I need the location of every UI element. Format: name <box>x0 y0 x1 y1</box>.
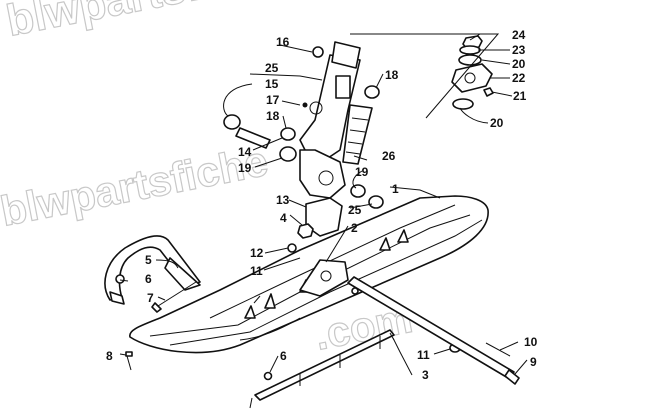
callout-15: 15 <box>265 77 279 91</box>
callout-14: 14 <box>238 145 252 159</box>
callout-17: 17 <box>266 93 280 107</box>
callout-5: 5 <box>145 253 152 267</box>
ski-handle <box>104 235 201 305</box>
ski-body <box>129 195 489 354</box>
callout-18a: 18 <box>385 68 399 82</box>
bushings <box>223 46 384 209</box>
callout-7: 7 <box>147 291 154 305</box>
callout-4: 4 <box>280 211 287 225</box>
callout-18b: 18 <box>266 109 280 123</box>
callout-11a: 11 <box>250 264 263 278</box>
leader-lines <box>119 33 528 376</box>
callout-8: 8 <box>106 349 113 363</box>
callout-2: 2 <box>351 221 358 235</box>
callout-19b: 19 <box>355 165 369 179</box>
callout-13: 13 <box>276 193 290 207</box>
callout-20a: 20 <box>512 57 526 71</box>
callout-1: 1 <box>392 182 399 196</box>
callout-24: 24 <box>512 28 526 42</box>
callout-12: 12 <box>250 246 264 260</box>
callout-20b: 20 <box>490 116 504 130</box>
callout-6b: 6 <box>280 349 287 363</box>
bolts <box>125 276 520 385</box>
callout-11b: 11 <box>417 348 430 362</box>
watermark-top: blwpartsfi <box>3 0 216 46</box>
nuts <box>115 223 461 381</box>
callout-22: 22 <box>512 71 526 85</box>
callout-10: 10 <box>524 335 538 349</box>
callout-19a: 19 <box>238 161 252 175</box>
callout-6a: 6 <box>145 272 152 286</box>
callout-21: 21 <box>513 89 527 103</box>
callout-16: 16 <box>276 35 290 49</box>
callout-9: 9 <box>530 355 537 369</box>
callout-23: 23 <box>512 43 526 57</box>
spindle <box>299 41 373 199</box>
callout-26: 26 <box>382 149 396 163</box>
watermark-middle: blwpartsfiche <box>0 137 271 235</box>
callout-labels: 1 2 3 4 5 6 6 7 8 9 10 11 11 12 13 14 15… <box>106 28 538 382</box>
callout-25b: 25 <box>348 203 362 217</box>
callout-3: 3 <box>422 368 429 382</box>
callout-25a: 25 <box>265 61 279 75</box>
